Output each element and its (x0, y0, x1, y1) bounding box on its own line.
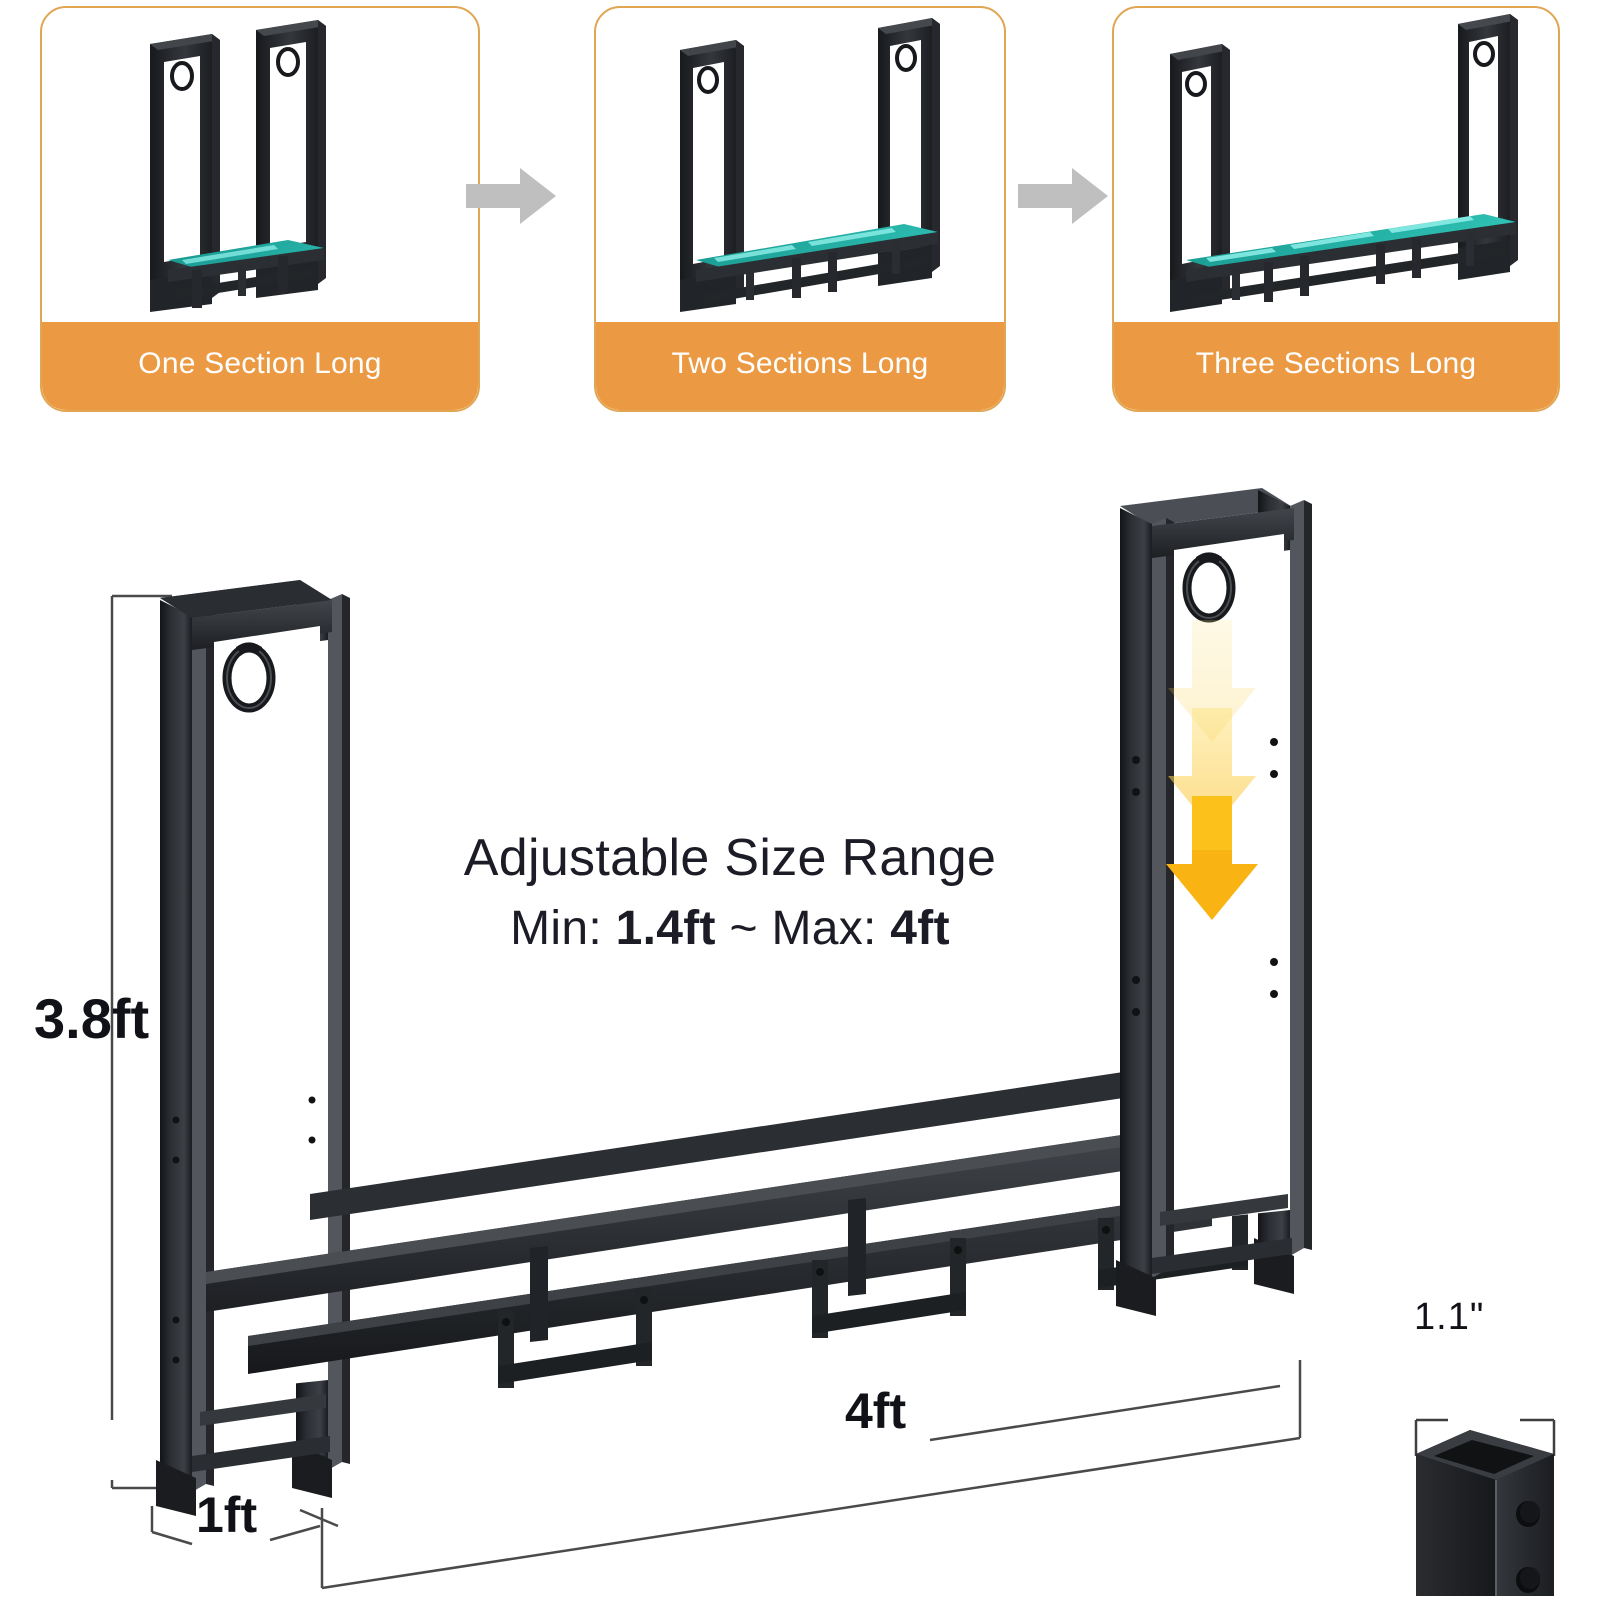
panel-label-two-sections: Two Sections Long (596, 322, 1004, 410)
panel-card: Two Sections Long (594, 6, 1006, 412)
tube-detail-illustration (1414, 1418, 1556, 1596)
comparison-panel-one-section[interactable]: One Section Long (40, 6, 480, 412)
range-max-prefix: Max: (771, 902, 891, 956)
dimension-label-length: 4ft (845, 1383, 907, 1439)
comparison-panel-three-sections[interactable]: Three Sections Long (1112, 6, 1560, 412)
panel-card: One Section Long (40, 6, 480, 412)
dimension-label-depth: 1ft (196, 1487, 258, 1543)
dimension-label-height: 3.8ft (34, 987, 150, 1050)
panel-label-one-section: One Section Long (42, 322, 478, 410)
hanging-ring-icon (222, 642, 276, 713)
adjustable-size-range: Min: 1.4ft ~ Max: 4ft (360, 897, 1100, 962)
dimension-line-tube (1414, 1418, 1556, 1456)
rack-left-upright (156, 580, 350, 1516)
hanging-ring-icon (1182, 552, 1236, 623)
rack-bottom-beams (206, 1056, 1248, 1388)
comparison-panel-two-sections[interactable]: Two Sections Long (594, 6, 1006, 412)
range-min-prefix: Min: (510, 902, 616, 956)
adjustable-size-callout: Adjustable Size Range Min: 1.4ft ~ Max: … (360, 828, 1100, 962)
rack-three-sections-icon (1114, 8, 1558, 326)
arrow-right-icon (456, 160, 566, 232)
panel-card: Three Sections Long (1112, 6, 1560, 412)
dimension-line-depth (150, 1506, 339, 1546)
range-separator: ~ (715, 902, 772, 956)
comparison-panels: One Section Long (0, 0, 1600, 420)
adjustable-size-title: Adjustable Size Range (463, 829, 997, 887)
arrow-right-icon (1008, 160, 1118, 232)
dimension-line-length (320, 1360, 1302, 1590)
rack-two-sections-icon (596, 8, 1004, 326)
main-rack-illustration (110, 488, 1556, 1596)
panel-label-three-sections: Three Sections Long (1114, 322, 1558, 410)
dimension-label-tube: 1.1" (1414, 1296, 1485, 1338)
rack-one-section-icon (42, 8, 478, 326)
rack-right-upright (1116, 488, 1312, 1316)
range-min-value: 1.4ft (615, 902, 716, 956)
main-product-diagram (0, 420, 1600, 1600)
range-max-value: 4ft (890, 902, 950, 956)
arrow-down-icon (1166, 620, 1258, 920)
